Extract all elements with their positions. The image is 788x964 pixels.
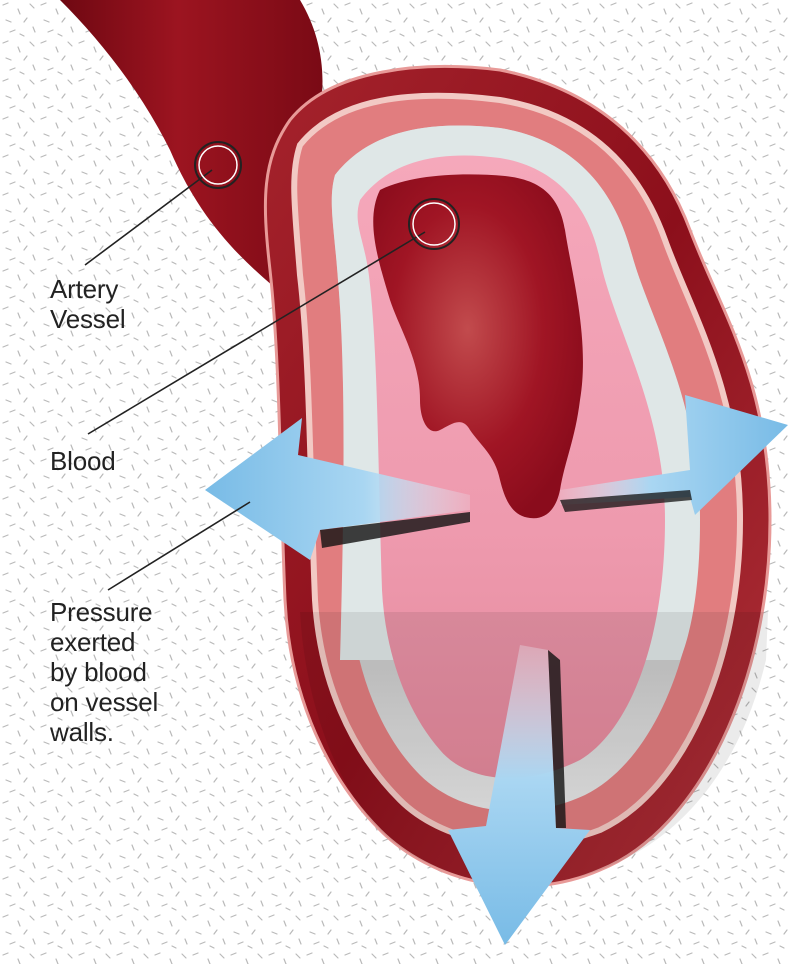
blood-label: Blood bbox=[50, 446, 116, 476]
pressure-label: Pressure exerted by blood on vessel wall… bbox=[50, 597, 158, 747]
artery-vessel-label: Artery Vessel bbox=[50, 274, 125, 334]
